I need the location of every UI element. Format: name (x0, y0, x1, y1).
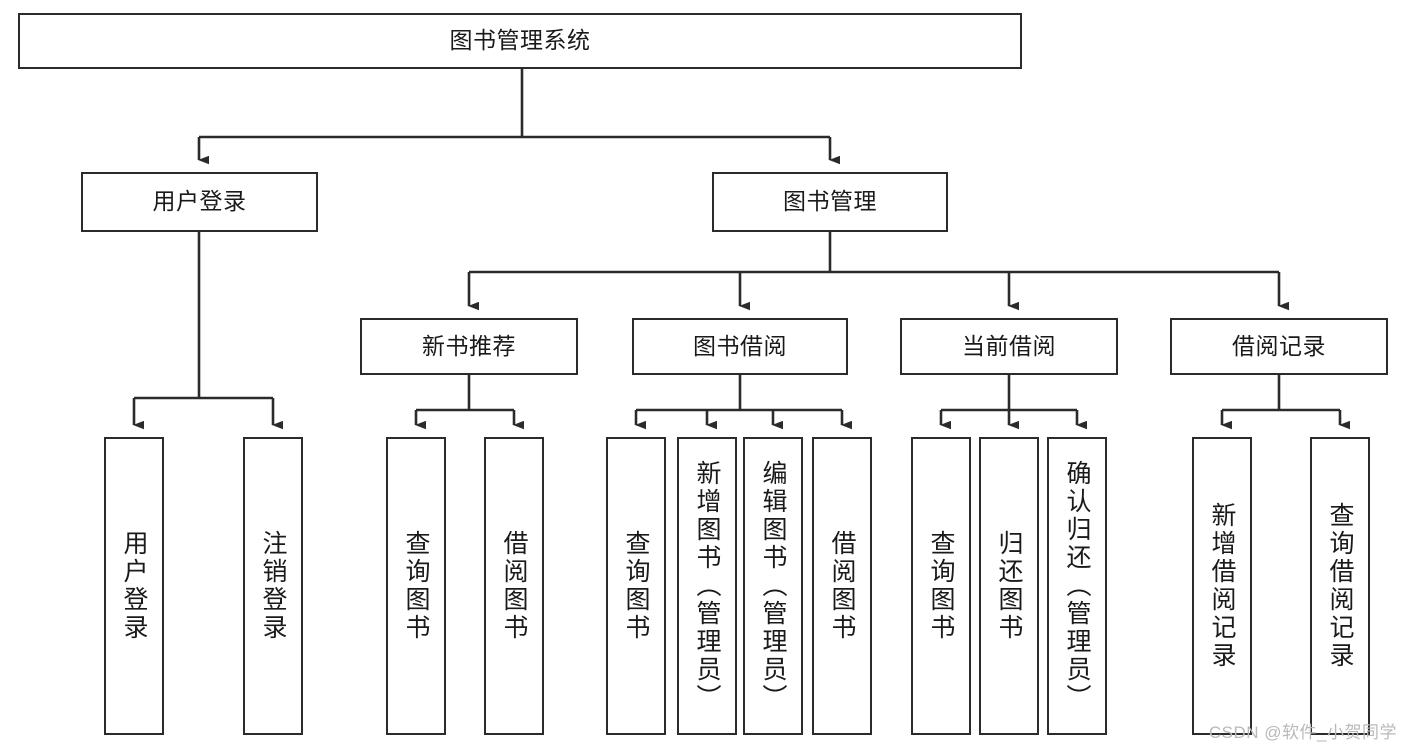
csdn-watermark: CSDN @软件_小贺同学 (1208, 723, 1397, 742)
leaf-borrow-record-add-record[interactable]: 新增借阅记录 (1192, 437, 1252, 735)
leaf-borrow-record-query-record[interactable]: 查询借阅记录 (1310, 437, 1370, 735)
leaf-current-borrow-return-book[interactable]: 归还图书 (979, 437, 1039, 735)
node-label: 借阅记录 (1232, 332, 1326, 359)
node-label: 新增图书（管理员） (693, 460, 721, 712)
node-current-borrow[interactable]: 当前借阅 (900, 318, 1118, 375)
leaf-user-login-logout[interactable]: 注销登录 (243, 437, 303, 735)
node-label: 查询图书 (622, 530, 650, 642)
node-label: 借阅图书 (828, 530, 856, 642)
leaf-current-borrow-query-book[interactable]: 查询图书 (911, 437, 971, 735)
leaf-book-borrow-edit-book-admin[interactable]: 编辑图书（管理员） (743, 437, 803, 735)
node-label: 新书推荐 (422, 332, 516, 359)
node-book-management[interactable]: 图书管理 (712, 172, 948, 232)
leaf-book-borrow-query-book[interactable]: 查询图书 (606, 437, 666, 735)
node-label: 当前借阅 (962, 332, 1056, 359)
node-root-book-management-system[interactable]: 图书管理系统 (18, 13, 1022, 69)
leaf-current-borrow-confirm-return-admin[interactable]: 确认归还（管理员） (1047, 437, 1107, 735)
node-label: 用户登录 (120, 530, 148, 642)
node-label: 归还图书 (995, 530, 1023, 642)
leaf-new-book-query-book[interactable]: 查询图书 (386, 437, 446, 735)
node-label: 用户登录 (152, 188, 247, 215)
node-label: 新增借阅记录 (1208, 502, 1236, 670)
leaf-book-borrow-add-book-admin[interactable]: 新增图书（管理员） (677, 437, 737, 735)
node-label: 查询借阅记录 (1326, 502, 1354, 670)
node-label: 图书借阅 (693, 332, 787, 359)
node-borrow-record[interactable]: 借阅记录 (1170, 318, 1388, 375)
node-label: 注销登录 (259, 530, 287, 642)
node-user-login[interactable]: 用户登录 (81, 172, 318, 232)
node-label: 图书管理系统 (449, 27, 591, 54)
node-new-book-recommend[interactable]: 新书推荐 (360, 318, 578, 375)
leaf-user-login-login[interactable]: 用户登录 (104, 437, 164, 735)
leaf-new-book-borrow-book[interactable]: 借阅图书 (484, 437, 544, 735)
node-label: 确认归还（管理员） (1063, 460, 1091, 712)
node-label: 查询图书 (927, 530, 955, 642)
leaf-book-borrow-borrow-book[interactable]: 借阅图书 (812, 437, 872, 735)
node-label: 借阅图书 (500, 530, 528, 642)
node-label: 编辑图书（管理员） (759, 460, 787, 712)
node-label: 图书管理 (783, 188, 877, 215)
node-label: 查询图书 (402, 530, 430, 642)
node-book-borrow[interactable]: 图书借阅 (632, 318, 848, 375)
